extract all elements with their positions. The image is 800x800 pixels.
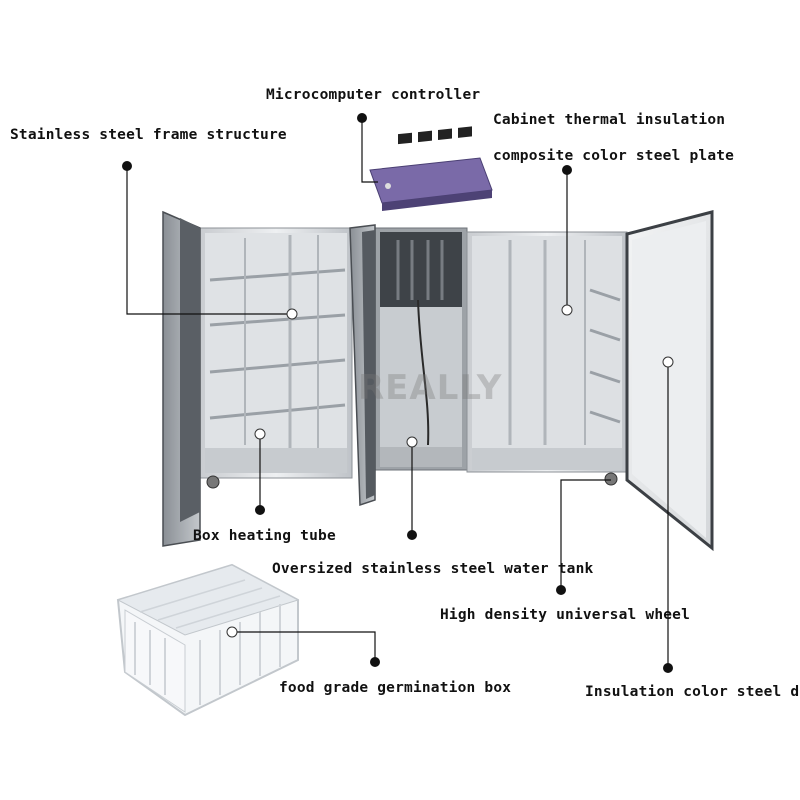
label-heating-tube: Box heating tube	[193, 528, 336, 544]
controller-illustration	[369, 126, 493, 211]
leader-lines	[126, 118, 669, 668]
label-thermal-insulation-line2: composite color steel plate	[493, 148, 735, 164]
callout-dots	[122, 113, 674, 673]
germination-box-illustration	[116, 563, 300, 717]
middle-cabinet	[349, 224, 468, 507]
label-germination-box: food grade germination box	[279, 680, 512, 696]
label-insulation-door: Insulation color steel door	[585, 684, 800, 700]
label-microcomputer-controller: Microcomputer controller	[266, 87, 481, 103]
label-water-tank: Oversized stainless steel water tank	[272, 561, 594, 577]
label-frame-structure: Stainless steel frame structure	[10, 127, 287, 143]
left-cabinet	[162, 210, 353, 547]
right-cabinet	[466, 210, 714, 552]
watermark-logo: REALLY	[358, 368, 503, 408]
label-thermal-insulation-line1: Cabinet thermal insulation	[493, 112, 726, 128]
label-universal-wheel: High density universal wheel	[440, 607, 691, 623]
